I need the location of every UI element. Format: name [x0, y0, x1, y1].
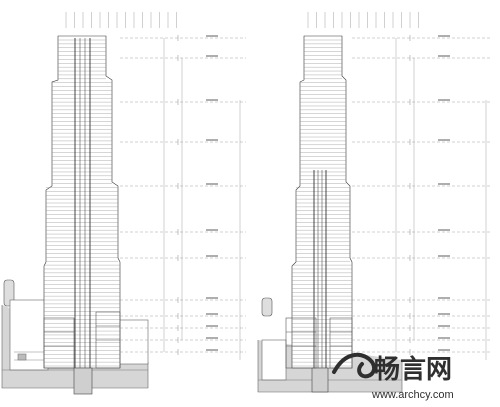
watermark-swoosh	[332, 352, 377, 379]
level-annotations-right	[307, 12, 492, 360]
core-right	[311, 170, 329, 393]
podium-right	[285, 317, 353, 369]
floor-bands-left	[44, 39, 120, 367]
watermark-logo-text: 畅言网	[374, 354, 452, 384]
core-left	[73, 38, 93, 395]
section-left	[1, 12, 246, 395]
watermark: 畅言网 www.archcy.com	[332, 352, 454, 401]
section-right	[257, 12, 492, 393]
watermark-url-text: www.archcy.com	[371, 389, 454, 401]
level-annotations-left	[65, 12, 246, 360]
